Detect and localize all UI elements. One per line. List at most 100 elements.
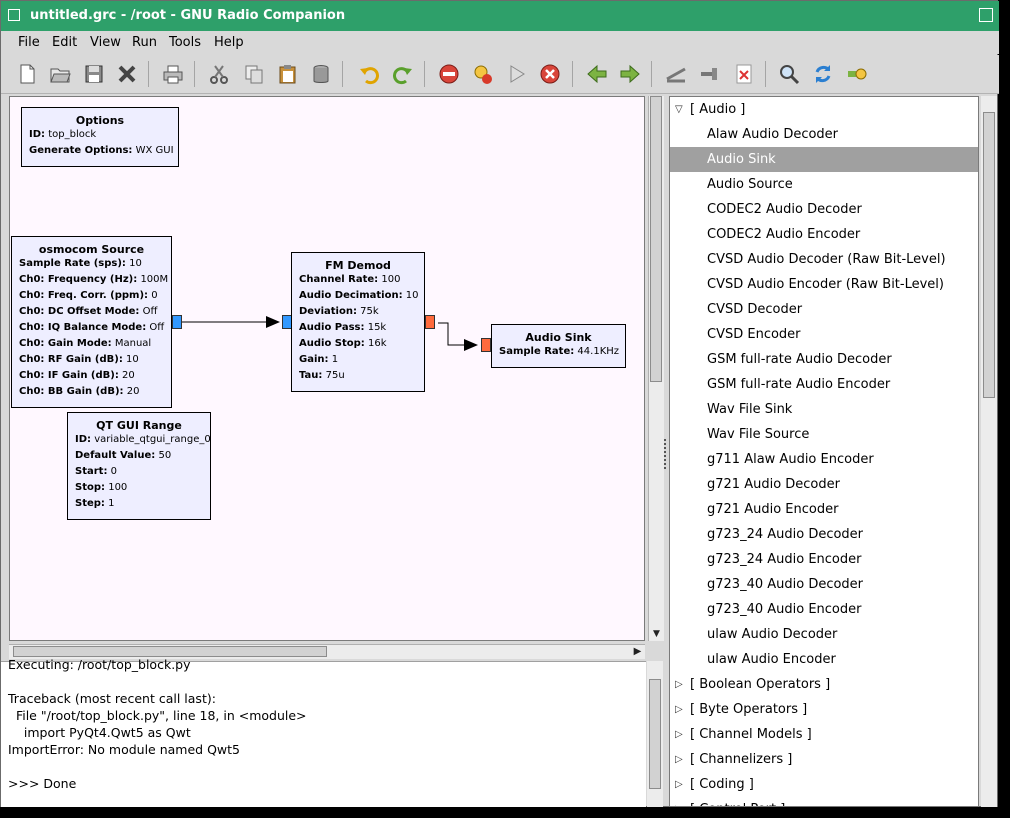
block-param: Deviation: 75k (299, 306, 379, 317)
block-fm-demod[interactable]: FM Demod Channel Rate: 100 Audio Decimat… (291, 252, 425, 392)
fmdemod-out-port[interactable] (425, 315, 435, 329)
tree-item[interactable]: CVSD Decoder (670, 297, 978, 322)
title-bar[interactable]: untitled.grc - /root - GNU Radio Compani… (1, 1, 999, 31)
tree-item[interactable]: Alaw Audio Decoder (670, 122, 978, 147)
redo-icon[interactable] (391, 62, 415, 86)
flowgraph-canvas[interactable]: Options ID: top_block Generate Options: … (9, 96, 645, 641)
scrollbar-thumb[interactable] (650, 96, 662, 382)
new-icon[interactable] (15, 62, 39, 86)
block-options[interactable]: Options ID: top_block Generate Options: … (21, 107, 179, 167)
menu-file[interactable]: File (18, 35, 40, 50)
enable-icon[interactable] (697, 62, 721, 86)
expander-open-icon[interactable]: ▽ (675, 104, 683, 115)
pane-splitter-handle[interactable] (664, 439, 668, 473)
maximize-icon[interactable] (979, 8, 993, 22)
tree-item[interactable]: CVSD Encoder (670, 322, 978, 347)
tree-item[interactable]: g721 Audio Decoder (670, 472, 978, 497)
print-icon[interactable] (161, 62, 185, 86)
tree-item[interactable]: CVSD Audio Encoder (Raw Bit-Level) (670, 272, 978, 297)
tree-item[interactable]: g711 Alaw Audio Encoder (670, 447, 978, 472)
kill-icon[interactable] (538, 62, 562, 86)
block-props-icon[interactable] (845, 62, 869, 86)
block-param: Sample Rate (sps): 10 (19, 258, 142, 269)
expander-closed-icon[interactable]: ▷ (675, 779, 683, 790)
tree-category[interactable]: ▷[ Channelizers ] (670, 747, 978, 772)
scrollbar-thumb[interactable] (13, 646, 327, 657)
generate-icon[interactable] (471, 62, 495, 86)
cut-icon[interactable] (207, 62, 231, 86)
find-icon[interactable] (777, 62, 801, 86)
block-param: Ch0: IQ Balance Mode: Off (19, 322, 165, 333)
tree-item[interactable]: CODEC2 Audio Encoder (670, 222, 978, 247)
window-menu-icon[interactable] (8, 9, 20, 21)
menu-tools[interactable]: Tools (169, 35, 202, 50)
menu-view[interactable]: View (90, 35, 121, 50)
tree-item[interactable]: Wav File Sink (670, 397, 978, 422)
stop-flowgraph-icon[interactable] (437, 62, 461, 86)
tree-category[interactable]: ▷[ Control Port ] (670, 797, 978, 806)
scrollbar-thumb[interactable] (649, 679, 661, 789)
tree-item-label: g721 Audio Encoder (707, 502, 839, 517)
tree-category[interactable]: ▷ [ Channel Models ] (670, 722, 978, 747)
tree-category[interactable]: ▷[ Coding ] (670, 772, 978, 797)
block-osmocom-source[interactable]: osmocom Source Sample Rate (sps): 10 Ch0… (11, 236, 172, 408)
tree-item[interactable]: ulaw Audio Decoder (670, 622, 978, 647)
tree-item[interactable]: ulaw Audio Encoder (670, 647, 978, 672)
tree-vertical-scrollbar[interactable] (981, 96, 997, 807)
expander-closed-icon[interactable]: ▷ (675, 729, 683, 740)
menu-edit[interactable]: Edit (52, 35, 78, 50)
copy-icon[interactable] (242, 62, 266, 86)
expander-closed-icon[interactable]: ▷ (675, 797, 683, 806)
block-param: Ch0: DC Offset Mode: Off (19, 306, 158, 317)
audiosink-in-port[interactable] (481, 338, 491, 352)
tree-category[interactable]: ▷[ Byte Operators ] (670, 697, 978, 722)
tree-item-label: [ Channel Models ] (690, 727, 812, 742)
scroll-right-arrow-icon[interactable]: ▶ (633, 646, 642, 657)
expander-closed-icon[interactable]: ▷ (675, 704, 683, 715)
canvas-horizontal-scrollbar[interactable]: ▶ (9, 644, 645, 659)
console-output[interactable]: Executing: /root/top_block.py Traceback … (1, 657, 646, 807)
scrollbar-thumb[interactable] (983, 112, 995, 398)
menu-help[interactable]: Help (214, 35, 244, 50)
disable-icon[interactable] (664, 62, 688, 86)
expander-closed-icon[interactable]: ▷ (675, 754, 683, 765)
tree-item[interactable]: g723_40 Audio Encoder (670, 597, 978, 622)
tree-item[interactable]: g723_24 Audio Encoder (670, 547, 978, 572)
rotate-left-icon[interactable] (585, 62, 609, 86)
tree-category[interactable]: ▷ [ Boolean Operators ] (670, 672, 978, 697)
tree-item[interactable]: Wav File Source (670, 422, 978, 447)
tree-item[interactable]: g723_24 Audio Decoder (670, 522, 978, 547)
delete-icon[interactable] (309, 62, 333, 86)
tree-item[interactable]: CODEC2 Audio Decoder (670, 197, 978, 222)
block-audio-sink[interactable]: Audio Sink Sample Rate: 44.1KHz (491, 324, 626, 368)
tree-item-label: g723_40 Audio Encoder (707, 602, 862, 617)
tree-item[interactable]: g723_40 Audio Decoder (670, 572, 978, 597)
tree-item[interactable]: GSM full-rate Audio Decoder (670, 347, 978, 372)
block-param: ID: top_block (29, 129, 97, 140)
console-vertical-scrollbar[interactable] (647, 661, 663, 807)
tree-category[interactable]: ▽[ Audio ] (670, 97, 978, 122)
bypass-icon[interactable] (732, 62, 756, 86)
tree-item[interactable]: g721 Audio Encoder (670, 497, 978, 522)
rotate-right-icon[interactable] (618, 62, 642, 86)
scroll-down-arrow-icon[interactable]: ▼ (653, 629, 660, 639)
expander-closed-icon[interactable]: ▷ (675, 679, 683, 690)
tree-item[interactable]: GSM full-rate Audio Encoder (670, 372, 978, 397)
undo-icon[interactable] (357, 62, 381, 86)
canvas-vertical-scrollbar[interactable]: ▲ ▼ (648, 96, 664, 641)
reload-icon[interactable] (811, 62, 835, 86)
tree-item[interactable]: Audio Source (670, 172, 978, 197)
tree-item[interactable]: CVSD Audio Decoder (Raw Bit-Level) (670, 247, 978, 272)
paste-icon[interactable] (276, 62, 300, 86)
menu-run[interactable]: Run (132, 35, 157, 50)
osmocom-out-port[interactable] (172, 315, 182, 329)
execute-icon[interactable] (505, 62, 529, 86)
block-qt-gui-range[interactable]: QT GUI Range ID: variable_qtgui_range_0 … (67, 412, 211, 520)
save-icon[interactable] (82, 62, 106, 86)
close-icon[interactable] (115, 62, 139, 86)
open-icon[interactable] (48, 62, 72, 86)
tree-item-label: [ Boolean Operators ] (690, 677, 831, 692)
tree-item-label: g723_40 Audio Decoder (707, 577, 864, 592)
tree-item[interactable]: Audio Sink (670, 147, 978, 172)
